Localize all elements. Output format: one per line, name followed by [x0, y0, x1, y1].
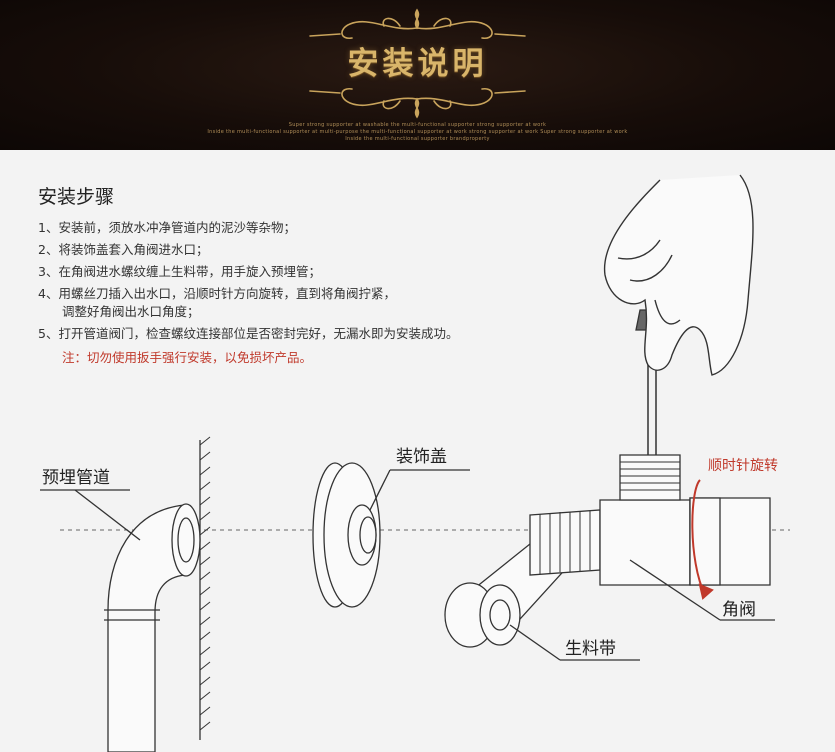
list-item: 4、用螺丝刀插入出水口，沿顺时针方向旋转，直到将角阀拧紧， 调整好角阀出水口角度； — [38, 285, 458, 321]
banner-fine-text: Super strong supporter at washable the m… — [288, 122, 547, 128]
step-text: 用螺丝刀插入出水口，沿顺时针方向旋转，直到将角阀拧紧， — [58, 286, 396, 301]
step-number: 3、 — [38, 264, 59, 279]
banner-fine-text: Inside the multi-functional supporter at… — [207, 129, 628, 135]
leader-line — [369, 469, 391, 511]
leader-line — [629, 559, 721, 621]
list-item: 1、安装前，须放水冲净管道内的泥沙等杂物； — [38, 219, 458, 237]
embedded-pipe-icon — [104, 503, 201, 752]
instructions-panel: 安装步骤 1、安装前，须放水冲净管道内的泥沙等杂物； 2、将装饰盖套入角阀进水口… — [38, 182, 458, 366]
label-rotate: 顺时针旋转 — [708, 458, 778, 474]
ornament-icon — [309, 8, 526, 119]
step-number: 1、 — [38, 220, 59, 235]
leader-line — [74, 489, 141, 541]
step-number: 2、 — [38, 242, 59, 257]
list-item: 5、打开管道阀门，检查螺纹连接部位是否密封完好，无漏水即为安装成功。 — [38, 325, 458, 343]
list-item: 2、将装饰盖套入角阀进水口； — [38, 241, 458, 259]
label-cover: 装饰盖 — [396, 447, 447, 467]
step-number: 4、 — [38, 286, 59, 301]
instructions-heading: 安装步骤 — [38, 186, 115, 208]
label-embedded-pipe: 预埋管道 — [42, 468, 110, 488]
step-text: 将装饰盖套入角阀进水口； — [58, 242, 209, 257]
list-item: 3、在角阀进水螺纹缠上生料带，用手旋入预埋管； — [38, 263, 458, 281]
step-text: 安装前，须放水冲净管道内的泥沙等杂物； — [58, 220, 296, 235]
leader-line — [509, 624, 561, 661]
step-text-continued: 调整好角阀出水口角度； — [62, 304, 200, 319]
label-angle-valve: 角阀 — [722, 600, 756, 620]
banner-fine-text: Inside the multi-functional supporter br… — [345, 136, 490, 142]
steps-list: 1、安装前，须放水冲净管道内的泥沙等杂物； 2、将装饰盖套入角阀进水口； 3、在… — [38, 219, 458, 343]
warning-note: 注：切勿使用扳手强行安装，以免损坏产品。 — [62, 350, 313, 365]
step-text: 在角阀进水螺纹缠上生料带，用手旋入预埋管； — [58, 264, 321, 279]
angle-valve-icon — [529, 454, 771, 586]
banner-title: 安装说明 — [347, 46, 488, 82]
decorative-cover-icon — [312, 462, 381, 608]
wall-icon — [199, 436, 211, 740]
label-ptfe-tape: 生料带 — [565, 639, 616, 659]
header-banner: 安装说明 Super strong supporter at washable … — [0, 0, 835, 150]
step-number: 5、 — [38, 326, 59, 341]
step-text: 打开管道阀门，检查螺纹连接部位是否密封完好，无漏水即为安装成功。 — [58, 326, 459, 341]
clockwise-arrow-icon — [691, 479, 714, 600]
hand-icon — [604, 174, 754, 376]
